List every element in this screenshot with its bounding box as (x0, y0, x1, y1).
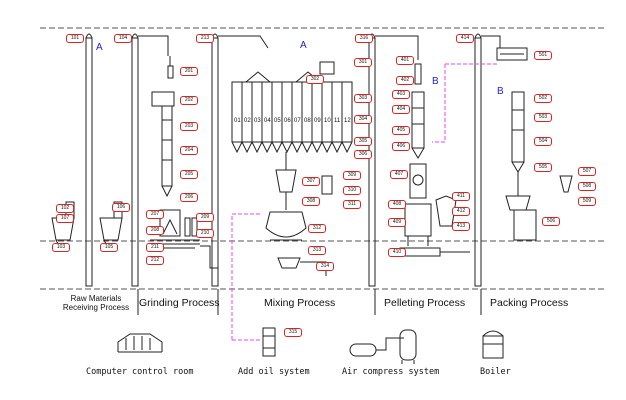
equipment-tag: 407 (390, 170, 408, 179)
equipment-tag: 202 (180, 96, 198, 105)
equipment-tag: 401 (396, 56, 414, 65)
equipment-tag: 414 (456, 34, 474, 43)
bin-number: 08 (304, 118, 311, 124)
equipment-tag: 307 (302, 177, 320, 186)
control-room-label: Computer control room (86, 367, 194, 377)
equipment-tag: 507 (578, 167, 596, 176)
equipment-tag: 504 (534, 137, 552, 146)
air-compressor-icon (349, 329, 417, 364)
equipment-tag: 412 (452, 207, 470, 216)
equipment-tag: 502 (534, 94, 552, 103)
equipment-tag: 210 (196, 229, 214, 238)
equipment-tag: 315 (284, 328, 302, 337)
elevator-columns (85, 33, 501, 287)
bin-number: 02 (244, 118, 251, 124)
equipment-tag: 405 (392, 126, 410, 135)
boiler-icon (482, 330, 504, 359)
oil-system-icon (262, 327, 276, 357)
boiler-label: Boiler (480, 367, 511, 377)
equipment-tag: 409 (388, 218, 406, 227)
section-label-line: Raw Materials (70, 294, 122, 303)
bin-number: 03 (254, 118, 261, 124)
section-label-packing: Packing Process (490, 297, 569, 309)
equipment-tag: 309 (343, 171, 361, 180)
equipment-tag: 312 (308, 224, 326, 233)
equipment-tag: 310 (343, 186, 361, 195)
equipment-tag: 503 (534, 113, 552, 122)
equipment-tag: 313 (308, 246, 326, 255)
equipment-tag: 406 (392, 142, 410, 151)
marker-b: B (432, 76, 439, 87)
equipment-tag: 208 (146, 226, 164, 235)
equipment-tag: 305 (354, 137, 372, 146)
equipment-tag: 107 (56, 214, 74, 223)
equipment-tag: 314 (316, 262, 334, 271)
equipment-tag: 303 (354, 94, 372, 103)
equipment-tag: 106 (112, 203, 130, 212)
equipment-tag: 301 (354, 58, 372, 67)
bin-number: 09 (314, 118, 321, 124)
equipment-tag: 508 (578, 182, 596, 191)
bin-number: 01 (234, 118, 241, 124)
equipment-tag: 410 (388, 248, 406, 257)
equipment-tag: 102 (56, 204, 74, 213)
equipment-tag: 211 (146, 243, 164, 252)
equipment-tag: 411 (452, 192, 470, 201)
air-system-label: Air compress system (342, 367, 440, 377)
bin-number: 04 (264, 118, 271, 124)
equipment-tag: 207 (146, 210, 164, 219)
bin-number: 05 (274, 118, 281, 124)
equipment-tag: 201 (180, 67, 198, 76)
equipment-tag: 212 (146, 256, 164, 265)
equipment-tag: 408 (388, 200, 406, 209)
equipment-tag: 206 (180, 193, 198, 202)
equipment-tag: 402 (396, 76, 414, 85)
equipment-tag: 413 (452, 222, 470, 231)
packing-equipment (496, 47, 573, 241)
bin-number: 11 (334, 118, 341, 124)
bin-number: 10 (324, 118, 331, 124)
equipment-tag: 308 (302, 197, 320, 206)
equipment-tag: 103 (52, 243, 70, 252)
equipment-tag: 205 (180, 170, 198, 179)
section-label-pelleting: Pelleting Process (384, 297, 466, 309)
grinding-equipment (150, 56, 218, 269)
section-label-line: Receiving Process (62, 302, 130, 312)
equipment-tag: 506 (542, 217, 560, 226)
equipment-tag: 311 (343, 200, 361, 209)
transfer-lines (231, 63, 498, 341)
equipment-tag: 209 (196, 213, 214, 222)
section-label-raw-materials: Raw Materials Receiving Process (58, 294, 134, 313)
section-separators (137, 289, 482, 315)
equipment-tag: 501 (534, 51, 552, 60)
section-label-grinding: Grinding Process (139, 297, 220, 309)
equipment-tag: 203 (180, 122, 198, 131)
equipment-tag: 105 (100, 243, 118, 252)
equipment-tag: 316 (355, 34, 373, 43)
oil-system-label: Add oil system (238, 367, 310, 377)
equipment-tag: 204 (180, 146, 198, 155)
equipment-tag: 404 (392, 105, 410, 114)
marker-a: A (300, 40, 307, 51)
bin-number: 07 (294, 118, 301, 124)
section-label-mixing: Mixing Process (264, 297, 336, 309)
marker-a: A (96, 42, 103, 53)
equipment-tag: 101 (66, 34, 84, 43)
bin-number: 12 (344, 118, 351, 124)
equipment-tag: 304 (354, 115, 372, 124)
equipment-tag: 306 (354, 150, 372, 159)
control-room-icon (117, 333, 163, 353)
batching-bins (231, 61, 353, 276)
equipment-tag: 509 (578, 197, 596, 206)
bin-number: 06 (284, 118, 291, 124)
marker-b: B (497, 86, 504, 97)
equipment-tag: 505 (534, 163, 552, 172)
equipment-tag: 213 (196, 34, 214, 43)
equipment-tag: 104 (114, 34, 132, 43)
equipment-tag: 302 (306, 75, 324, 84)
equipment-tag: 403 (392, 90, 410, 99)
